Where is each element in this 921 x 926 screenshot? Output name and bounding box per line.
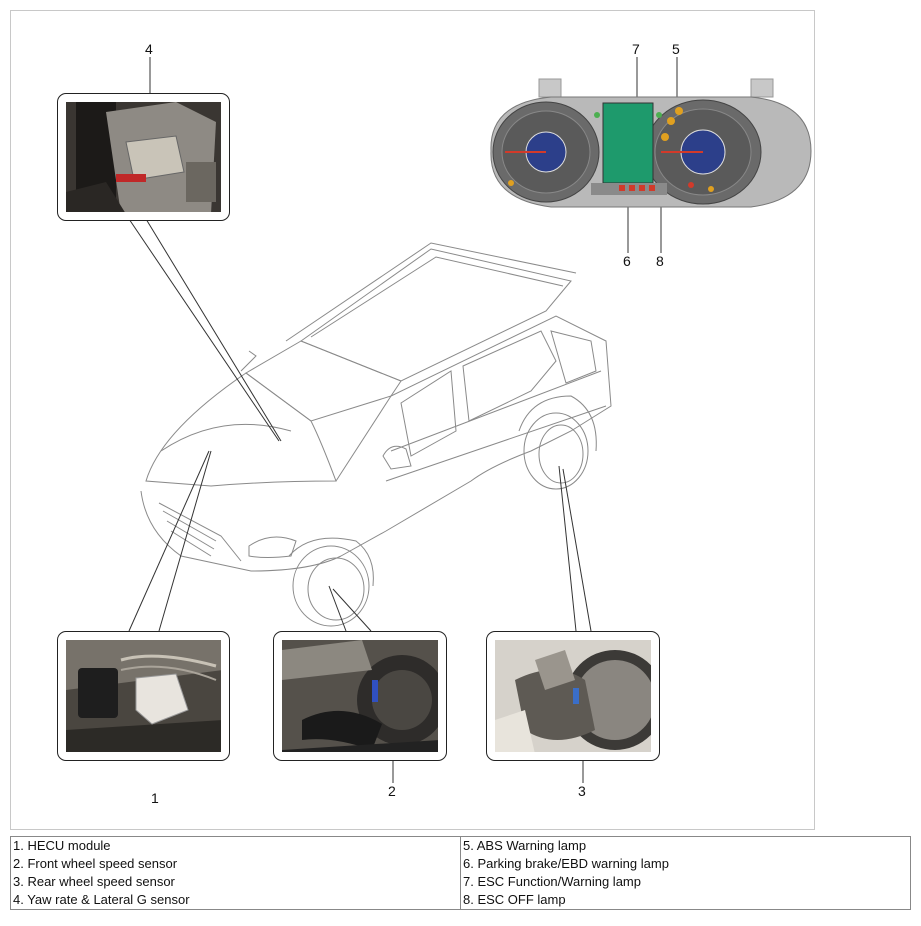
legend-item: 2. Front wheel speed sensor xyxy=(10,855,461,873)
esc-function-warning-lamp xyxy=(667,117,675,125)
esc-off-lamp xyxy=(661,133,669,141)
legend-item: 3. Rear wheel speed sensor xyxy=(10,873,461,891)
callout-1: 1 xyxy=(151,790,159,806)
abs-warning-lamp xyxy=(675,107,683,115)
photo-front-wheel-speed-sensor xyxy=(273,631,447,761)
yaw-rate-sensor-image xyxy=(66,102,221,212)
callout-6: 6 xyxy=(623,253,631,269)
rear-wheel-speed-sensor-image xyxy=(495,640,651,752)
callout-3: 3 xyxy=(578,783,586,799)
front-wheel-speed-sensor-image xyxy=(282,640,438,752)
diagram-frame: 4 1 2 3 5 6 7 8 xyxy=(10,10,815,830)
legend-row: 1. HECU module 5. ABS Warning lamp xyxy=(10,836,911,855)
legend-row: 2. Front wheel speed sensor 6. Parking b… xyxy=(10,855,911,873)
legend-item: 8. ESC OFF lamp xyxy=(460,891,911,910)
photo-hecu-module xyxy=(57,631,230,761)
photo-yaw-rate-sensor xyxy=(57,93,230,221)
legend-item: 4. Yaw rate & Lateral G sensor xyxy=(10,891,461,910)
legend-item: 5. ABS Warning lamp xyxy=(460,836,911,855)
instrument-cluster xyxy=(490,78,812,208)
parking-brake-ebd-lamp xyxy=(619,185,625,191)
callout-2: 2 xyxy=(388,783,396,799)
legend-item: 7. ESC Function/Warning lamp xyxy=(460,873,911,891)
legend-item: 1. HECU module xyxy=(10,836,461,855)
callout-8: 8 xyxy=(656,253,664,269)
vehicle-line-drawing xyxy=(140,242,612,627)
legend-item: 6. Parking brake/EBD warning lamp xyxy=(460,855,911,873)
diagram-canvas xyxy=(128,57,812,783)
callout-7: 7 xyxy=(632,41,640,57)
legend-row: 4. Yaw rate & Lateral G sensor 8. ESC OF… xyxy=(10,891,911,910)
legend-table: 1. HECU module 5. ABS Warning lamp 2. Fr… xyxy=(10,836,911,910)
photo-rear-wheel-speed-sensor xyxy=(486,631,660,761)
hecu-module-image xyxy=(66,640,221,752)
legend-row: 3. Rear wheel speed sensor 7. ESC Functi… xyxy=(10,873,911,891)
callout-5: 5 xyxy=(672,41,680,57)
center-lcd-screen xyxy=(602,102,654,184)
callout-4: 4 xyxy=(145,41,153,57)
